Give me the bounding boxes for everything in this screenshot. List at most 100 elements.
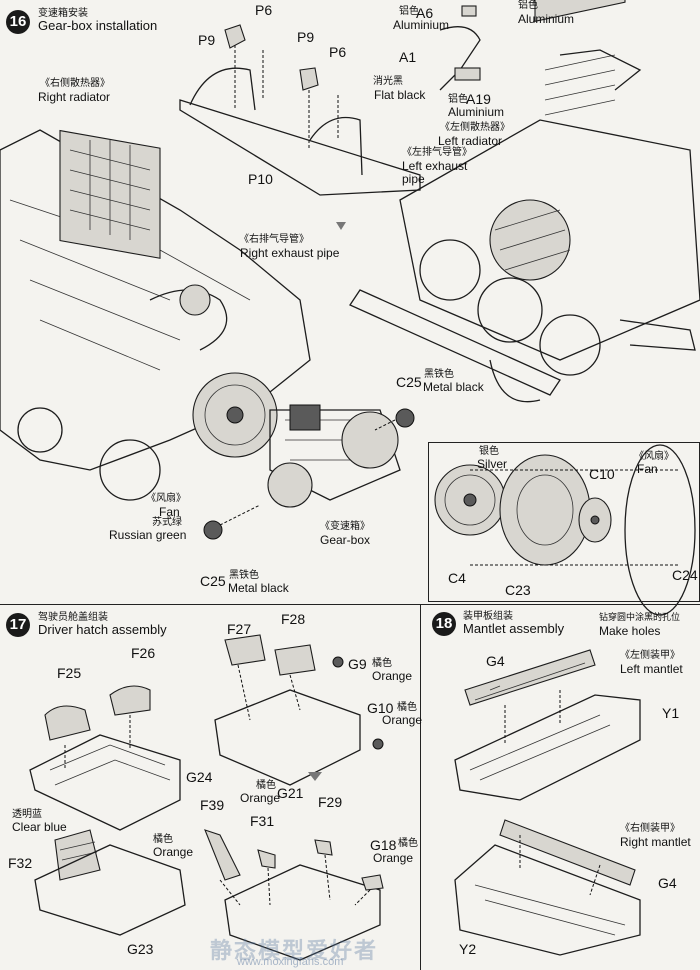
part-p9: P9 [297,29,315,45]
label-orange-en: Orange [372,669,413,683]
label-gearbox-cn: 《变速箱》 [320,521,370,532]
label-left-exhaust-en: Left exhaust [402,159,468,173]
label-right-exhaust-cn: 《右排气导管》 [239,234,309,245]
label-orange-en: Orange [153,845,194,859]
step-17-title-en: Driver hatch assembly [38,622,167,637]
label-right-radiator-en: Right radiator [38,90,111,104]
part-g21: G21 [277,785,304,801]
step-number-16: 16 [6,10,30,34]
step-17-title-cn: 驾驶员舱盖组装 [38,612,108,623]
label-metal-black-cn: 黑铁色 [424,369,454,380]
part-f25: F25 [57,665,82,681]
step-number-18: 18 [432,612,456,636]
step-16-title-cn: 变速箱安装 [38,8,88,19]
part-c25: C25 [396,374,422,390]
part-f26: F26 [131,645,156,661]
label-orange-cn: 橘色 [372,658,392,669]
label-orange-en: Orange [240,791,281,805]
part-g4: G4 [486,653,505,669]
part-f32: F32 [8,855,33,871]
part-y2: Y2 [459,941,477,957]
label-left-mantlet-en: Left mantlet [620,662,683,676]
part-p6: P6 [329,44,347,60]
part-a19: A19 [466,91,491,107]
part-p9: P9 [198,32,216,48]
label-right-mantlet-en: Right mantlet [620,835,691,849]
label-orange-cn: 橘色 [256,780,276,791]
part-c25: C25 [200,573,226,589]
watermark-site-name: 静态模型爱好者 [210,938,379,963]
label-aluminium-en: Aluminium [393,18,450,32]
label-russian-green-en: Russian green [109,528,187,542]
label-orange-cn: 橘色 [153,834,173,845]
driver-hatch-left-drawing [29,685,186,936]
part-c4: C4 [448,570,466,586]
label-fan-en: Fan [159,505,180,519]
fan-detail-box [428,442,700,602]
gearbox-and-fan-drawing [192,372,415,540]
label-clear-blue-cn: 透明蓝 [12,809,42,820]
part-g23: G23 [127,941,154,957]
label-clear-blue-en: Clear blue [12,820,67,834]
label-left-radiator-en: Left radiator [438,134,503,148]
part-c10: C10 [589,466,615,482]
direction-arrow [336,222,346,230]
part-f31: F31 [250,813,275,829]
label-flat-black-en: Flat black [374,88,426,102]
label-silver-en: Silver [477,457,508,471]
part-y1: Y1 [662,705,680,721]
part-g18: G18 [370,837,397,853]
label-left-radiator-cn: 《左侧散热器》 [440,122,510,133]
label-left-exhaust-en: pipe [402,172,425,186]
part-f29: F29 [318,794,343,810]
label-make-holes-cn: 钻穿圆中涂黑的孔位 [599,613,681,623]
label-silver-cn: 银色 [479,446,499,457]
step-18-title-cn: 装甲板组装 [463,611,513,622]
label-make-holes-en: Make holes [599,624,661,638]
label-metal-black-cn: 黑铁色 [229,570,259,581]
label-metal-black-en: Metal black [423,380,484,394]
part-f28: F28 [281,611,306,627]
part-g10: G10 [367,700,394,716]
fender-p10-drawing [179,24,421,196]
label-aluminium-cn: 铝色 [399,6,419,17]
label-fan-cn: 《风扇》 [146,493,186,504]
part-g4: G4 [658,875,677,891]
step-18-title-en: Mantlet assembly [463,621,565,636]
fan-exploded-detail [434,444,696,616]
part-p10: P10 [248,171,273,187]
label-right-radiator-cn: 《右侧散热器》 [40,78,110,89]
label-right-exhaust-en: Right exhaust pipe [240,246,340,260]
label-gearbox-en: Gear-box [320,533,371,547]
label-metal-black-en: Metal black [228,581,289,595]
label-fan-en: Fan [637,462,658,476]
label-orange-en: Orange [382,713,423,727]
label-orange-en: Orange [373,851,414,865]
part-f27: F27 [227,621,252,637]
label-aluminium-cn: 铝色 [448,94,468,105]
part-g24: G24 [186,769,213,785]
part-c24: C24 [672,567,698,583]
label-orange-cn: 橘色 [398,838,418,849]
label-aluminium-en: Aluminium [518,12,575,26]
label-right-mantlet-cn: 《右侧装甲》 [620,823,680,834]
part-a6: A6 [416,5,434,21]
part-c23: C23 [505,582,531,598]
left-side-engine-drawing [349,0,700,403]
hull-right-side-drawing [0,129,311,501]
part-g9: G9 [348,656,367,672]
part-a1: A1 [399,49,417,65]
step-number-17: 17 [6,613,30,637]
label-flat-black-cn: 消光黑 [373,76,403,87]
label-left-mantlet-cn: 《左侧装甲》 [620,650,680,661]
direction-arrow [308,772,322,781]
label-aluminium-en: Aluminium [448,105,505,119]
step-16-title-en: Gear-box installation [38,18,158,33]
label-aluminium-cn: 铝色 [518,0,538,11]
label-fan-cn: 《风扇》 [634,451,674,462]
label-orange-cn: 橘色 [397,702,417,713]
watermark-url: www.moxingfans.com [237,956,344,968]
section-divider [0,604,700,605]
label-left-exhaust-cn: 《左排气导管》 [402,147,472,158]
